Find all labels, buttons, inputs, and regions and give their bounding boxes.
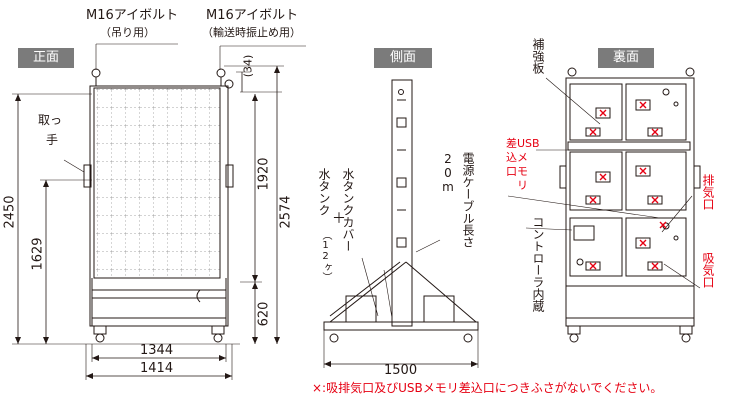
dim-2574: 2574 <box>278 195 294 229</box>
notice-text: ×:吸排気口及びUSBメモリ差込口につきふさがないでください。 <box>312 381 663 395</box>
vent-marks <box>589 101 667 270</box>
dim-1414: 1414 <box>140 361 174 376</box>
handle-label-2: 手 <box>46 133 59 147</box>
eyebolt-icon <box>567 67 577 77</box>
handle-label-1: 取っ <box>38 113 63 127</box>
tank-plus: ＋ <box>332 211 346 227</box>
dim-2450: 2450 <box>2 195 18 229</box>
eyebolt-icon <box>216 68 226 78</box>
cable-length: 20m <box>441 152 455 194</box>
dim-1344: 1344 <box>140 343 174 358</box>
cable-label: 電源ケーブル長さ <box>461 152 475 248</box>
eyebolt-icon <box>685 67 695 77</box>
dim-1920: 1920 <box>256 157 272 191</box>
tag-back: 裏面 <box>598 48 654 68</box>
usb-label-2: 込メ <box>506 151 528 164</box>
dim-34: (34) <box>241 54 255 78</box>
dim-1500: 1500 <box>384 363 418 378</box>
reinforcement-label: 補強板 <box>531 38 545 74</box>
back-view <box>507 67 701 343</box>
eyebolt-icon <box>224 79 234 89</box>
tag-front: 正面 <box>18 48 74 68</box>
bolt-transport-note: （輸送時振止め用） <box>202 26 301 39</box>
controller-label: コントローラ内蔵 <box>531 216 545 312</box>
exhaust-label: 排気口 <box>701 174 715 210</box>
eyebolt-icon <box>91 68 101 78</box>
bolt-lifting-note: （吊り用） <box>100 26 155 39</box>
bolt-lifting-name: M16アイボルト <box>86 8 179 23</box>
intake-label: 吸気口 <box>701 252 715 288</box>
tank-label: 水タンク <box>317 168 331 216</box>
tank-qty: （12ヶ） <box>320 230 331 282</box>
tag-side: 側面 <box>374 48 432 68</box>
side-view <box>323 79 479 368</box>
usb-label-4: リ <box>506 179 528 192</box>
usb-label-1: 差USB <box>506 137 540 150</box>
tank-cover-label: 水タンクカバー <box>341 168 355 252</box>
bolt-transport-name: M16アイボルト <box>206 8 299 23</box>
dim-620: 620 <box>256 301 272 327</box>
usb-label-3: 口モ <box>506 165 528 178</box>
front-view <box>12 43 306 380</box>
dim-1629: 1629 <box>30 237 46 271</box>
